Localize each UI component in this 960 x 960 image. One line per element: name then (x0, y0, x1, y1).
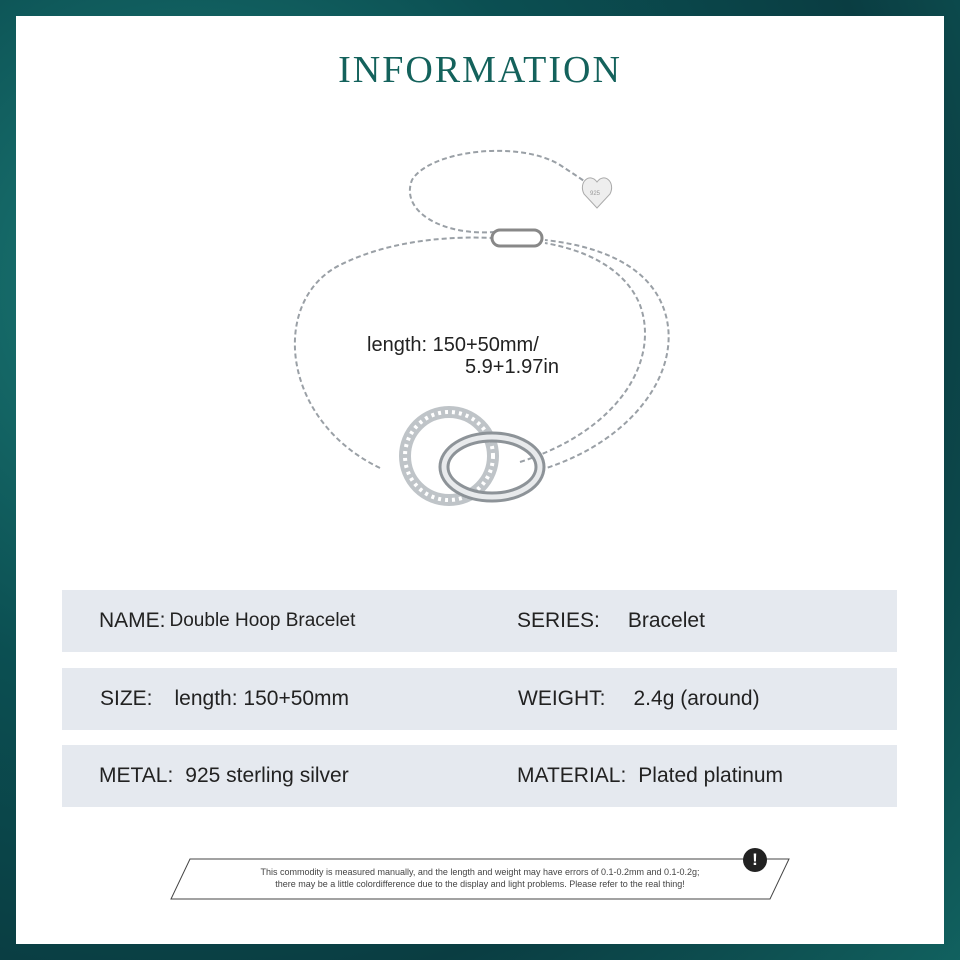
spec-series: SERIES: Bracelet (517, 590, 705, 652)
spec-name: NAME:Double Hoop Bracelet (99, 590, 355, 652)
heart-tag-text: 925 (590, 191, 601, 197)
chain-left (293, 236, 493, 469)
spec-row-name: NAME:Double Hoop Bracelet SERIES: Bracele… (62, 590, 897, 652)
spec-row-metal: METAL: 925 sterling silver MATERIAL: Plate… (62, 745, 897, 807)
spec-value: 925 sterling silver (185, 764, 349, 787)
spec-label: METAL: (99, 764, 174, 787)
spec-label: SIZE: (100, 687, 153, 710)
disclaimer-text: This commodity is measured manually, and… (190, 866, 770, 890)
spec-label: WEIGHT: (518, 687, 606, 710)
spec-value: Double Hoop Bracelet (169, 610, 356, 631)
plain-hoop-highlight (441, 434, 543, 500)
length-label-2: 5.9+1.97in (465, 356, 559, 378)
exclamation-icon: ! (743, 848, 767, 872)
bracelet-image: 925 (293, 149, 670, 506)
spec-value: 2.4g (around) (633, 687, 760, 710)
page-title: INFORMATION (338, 49, 622, 91)
spec-metal: METAL: 925 sterling silver (99, 745, 349, 807)
disclaimer-line-1: This commodity is measured manually, and… (260, 867, 700, 877)
spec-size: SIZE: length: 150+50mm (100, 668, 349, 730)
spec-label: NAME: (99, 609, 166, 632)
length-label-1: length: 150+50mm/ (367, 334, 539, 356)
extender-chain (409, 149, 598, 234)
spec-value: length: 150+50mm (174, 687, 350, 710)
spec-material: MATERIAL: Plated platinum (517, 745, 783, 807)
spec-value: Bracelet (627, 609, 705, 632)
chain-right-outer (539, 239, 670, 471)
disclaimer-line-2: there may be a little colordifference du… (275, 879, 685, 889)
heart-tag (582, 177, 612, 209)
spec-weight: WEIGHT: 2.4g (around) (518, 668, 760, 730)
pave-hoop-stones (403, 410, 495, 502)
clasp (490, 228, 544, 248)
disclaimer-border (170, 858, 790, 900)
spec-label: MATERIAL: (517, 764, 627, 787)
spec-label: SERIES: (517, 609, 600, 632)
disclaimer-box (170, 858, 790, 900)
chain-right-inner (519, 242, 646, 463)
spec-value: Plated platinum (638, 764, 784, 787)
spec-row-size: SIZE: length: 150+50mm WEIGHT: 2.4g (aroun… (62, 668, 897, 730)
